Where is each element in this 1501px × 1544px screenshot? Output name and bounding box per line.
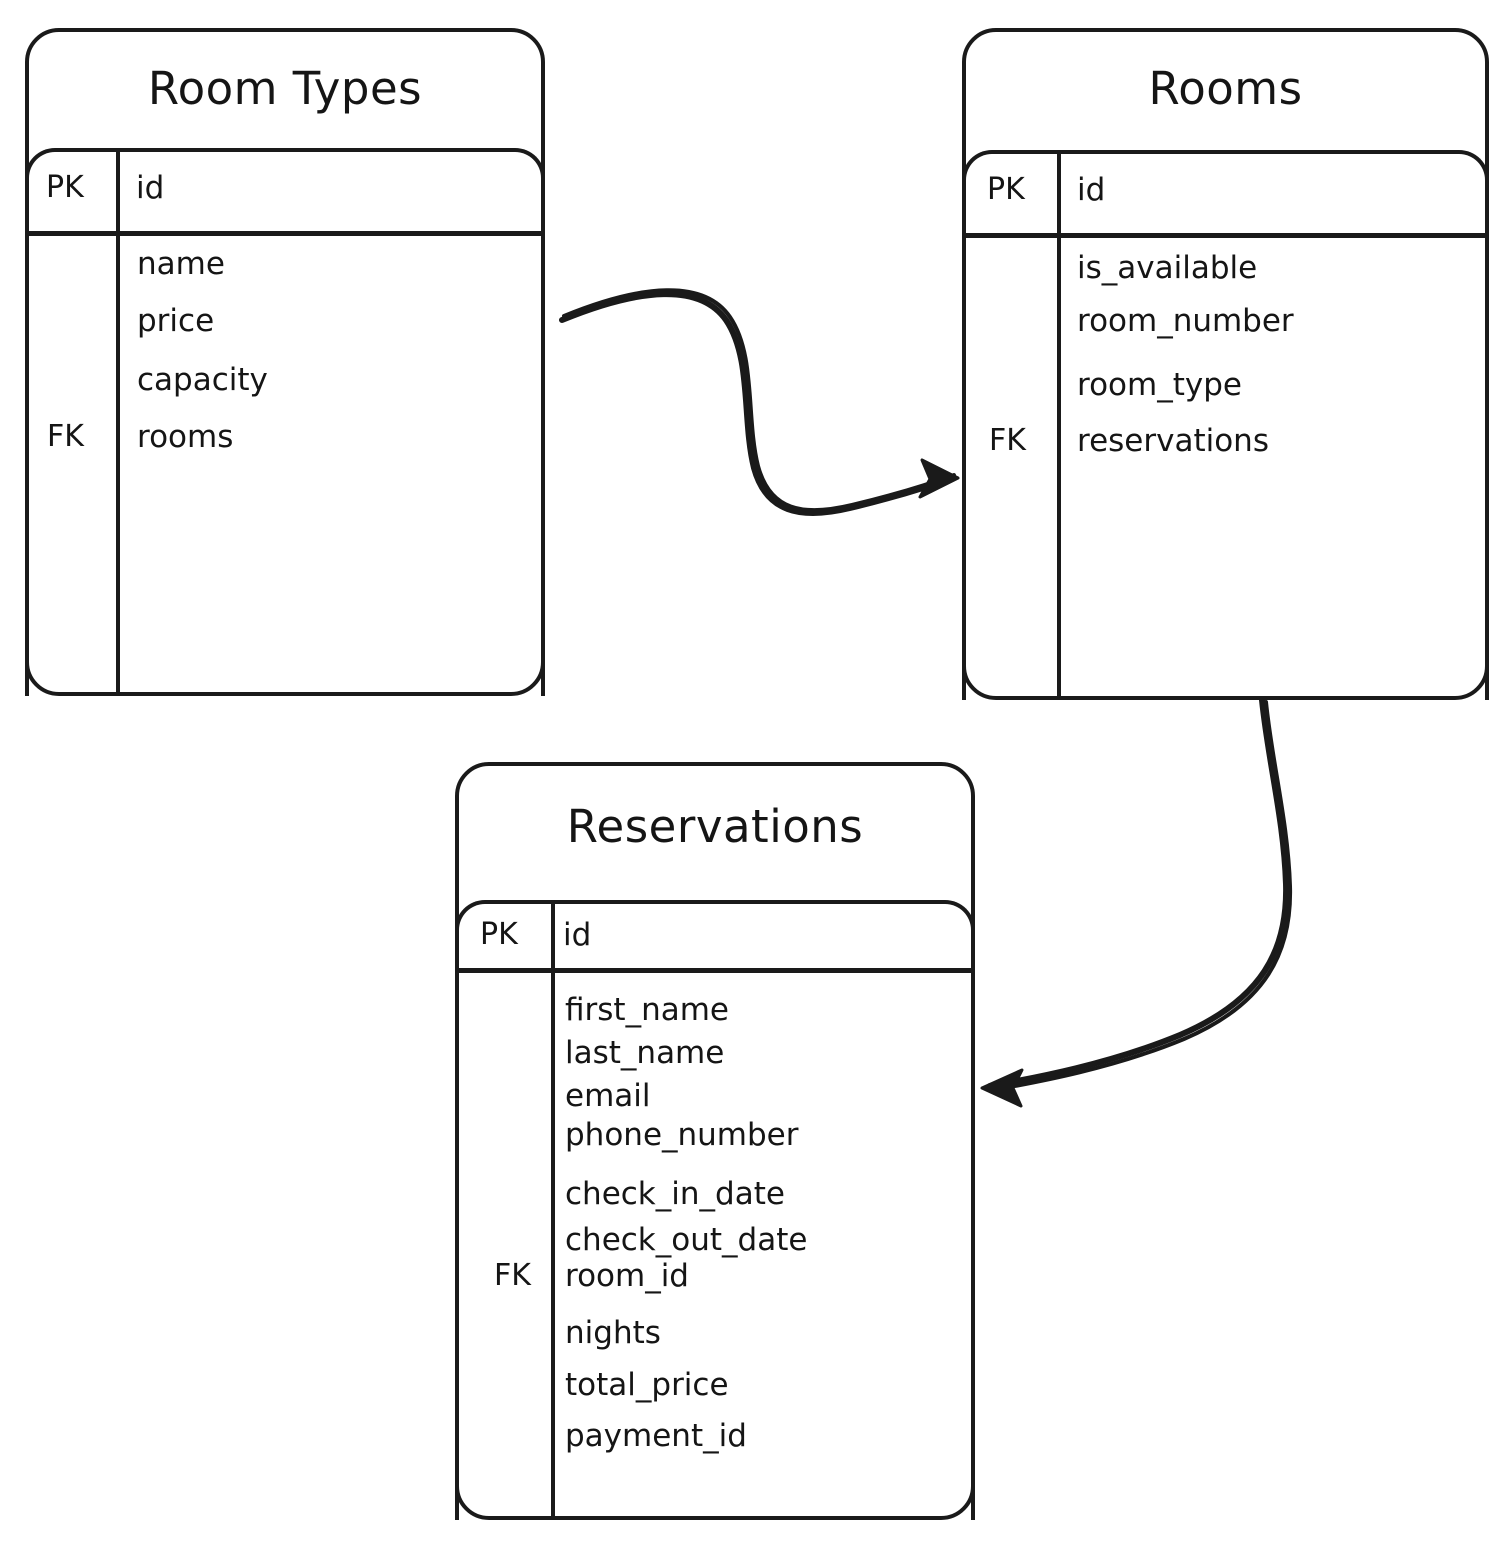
reservations-column-divider [551,900,555,1520]
reservations-field-room-id: room_id [565,1258,689,1294]
reservations-field-email: email [565,1078,651,1114]
room-types-field-capacity: capacity [137,362,268,398]
reservations-field-total-price: total_price [565,1367,729,1403]
room-types-field-rooms: rooms [137,419,234,455]
rooms-column-divider [1057,150,1061,700]
entity-reservations-title: Reservations [566,800,864,853]
room-types-pk-field: id [136,170,165,206]
reservations-field-payment-id: payment_id [565,1418,747,1454]
rooms-field-reservations: reservations [1077,423,1269,459]
entity-room-types-title: Room Types [147,62,423,115]
entity-rooms[interactable] [962,28,1489,700]
reservations-pk-field: id [563,917,592,953]
reservations-field-nights: nights [565,1315,661,1351]
reservations-field-check-in-date: check_in_date [565,1176,785,1212]
rooms-field-is-available: is_available [1077,250,1258,286]
connector-room-types-to-rooms [559,288,960,516]
connector-rooms-to-reservations [980,697,1293,1108]
room-types-field-name: name [137,246,225,282]
entity-room-types[interactable] [25,28,545,696]
rooms-field-room-number: room_number [1077,303,1294,339]
reservations-field-phone-number: phone_number [565,1117,799,1153]
rooms-header-divider [962,233,1489,238]
reservations-field-check-out-date: check_out_date [565,1222,808,1258]
rooms-pk-label: PK [987,172,1025,207]
rooms-field-room-type: room_type [1077,367,1242,403]
reservations-field-last-name: last_name [565,1035,725,1071]
rooms-pk-field: id [1077,172,1106,208]
room-types-pk-label: PK [46,170,84,205]
reservations-table [455,900,975,1520]
rooms-fk-label: FK [989,423,1026,458]
room-types-field-price: price [137,303,215,339]
reservations-field-first-name: first_name [565,992,729,1028]
reservations-header-divider [455,968,975,973]
entity-rooms-title: Rooms [1148,62,1303,115]
reservations-fk-label: FK [494,1258,531,1293]
reservations-pk-label: PK [480,917,518,952]
room-types-header-divider [25,231,545,236]
room-types-fk-label: FK [47,419,84,454]
rooms-table [962,150,1489,700]
room-types-column-divider [116,148,120,696]
room-types-table [25,148,545,696]
